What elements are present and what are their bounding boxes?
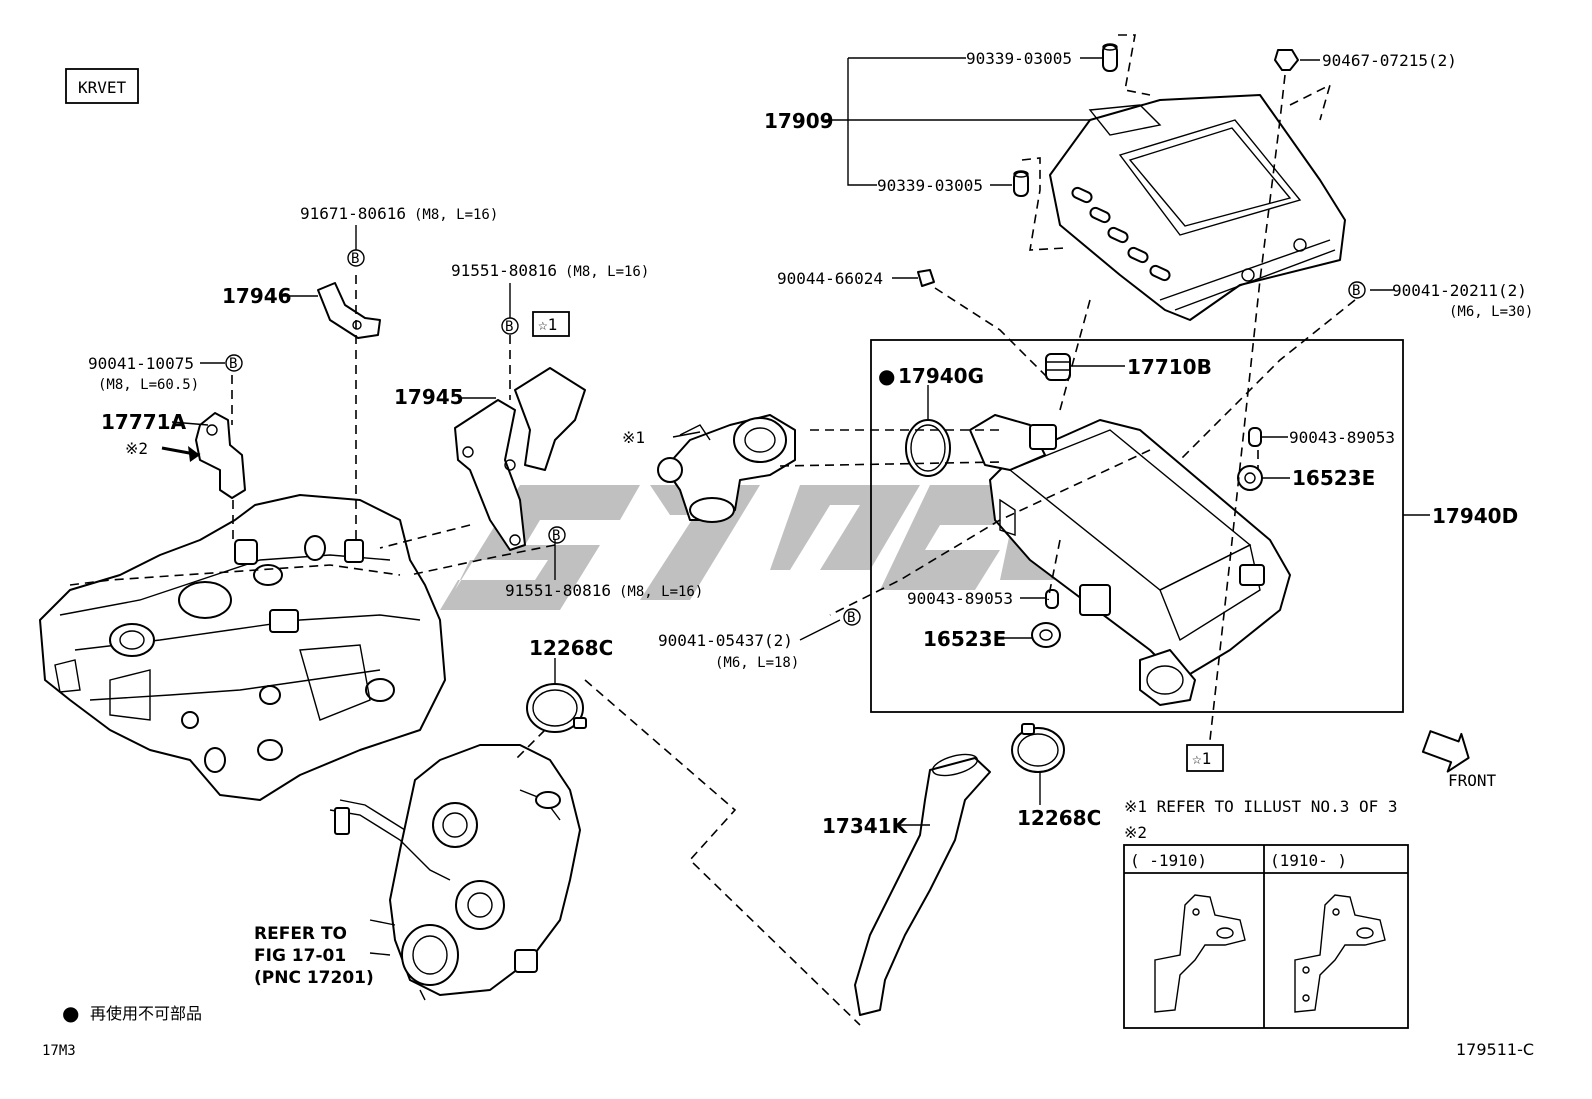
label-17710b: 17710B bbox=[1127, 355, 1212, 379]
label-17940d: 17940D bbox=[1432, 504, 1518, 528]
o-ring-drawing bbox=[905, 419, 951, 477]
svg-text:☆1: ☆1 bbox=[1192, 749, 1211, 768]
label-90339-03005-lower: 90339-03005 bbox=[877, 176, 983, 195]
collar-90339-lower-drawing bbox=[1013, 170, 1029, 197]
collar-90043-upper-drawing bbox=[1248, 427, 1262, 447]
model-code: KRVET bbox=[78, 78, 127, 97]
label-17946: 17946 bbox=[222, 284, 292, 308]
label-90041-10075-spec: (M8, L=60.5) bbox=[98, 377, 199, 393]
clamp-12268c-upper-drawing bbox=[526, 683, 587, 733]
label-ref2: ※2 bbox=[125, 439, 148, 458]
clip-90467-drawing bbox=[1274, 49, 1299, 71]
elbow-pipe-drawing bbox=[657, 414, 796, 523]
b-marker-90041-05437: B bbox=[843, 608, 861, 626]
svg-text:B: B bbox=[351, 251, 359, 267]
intercooler-cover-drawing bbox=[1049, 94, 1346, 321]
label-16523e-lower: 16523E bbox=[923, 627, 1006, 651]
legend-bullet: ● bbox=[62, 1001, 79, 1025]
svg-text:B: B bbox=[505, 319, 513, 335]
label-17771a: 17771A bbox=[101, 410, 187, 434]
label-17909: 17909 bbox=[764, 109, 834, 133]
notes-col-b: (1910- ) bbox=[1270, 851, 1347, 870]
label-90043-89053-lower: 90043-89053 bbox=[907, 589, 1013, 608]
clamp-12268c-lower-drawing bbox=[1011, 723, 1065, 773]
refer-line-2: FIG 17-01 bbox=[254, 946, 346, 966]
svg-text:☆1: ☆1 bbox=[538, 315, 557, 334]
ref2-arrow bbox=[161, 446, 201, 462]
label-90339-03005-upper: 90339-03005 bbox=[966, 49, 1072, 68]
illustration-id: 179511-C bbox=[1456, 1040, 1534, 1059]
model-code-box: KRVET bbox=[65, 68, 139, 104]
legend-note: 再使用不可部品 bbox=[90, 1004, 202, 1023]
grommet-17710b-drawing bbox=[1045, 353, 1071, 381]
label-12268c-upper: 12268C bbox=[529, 636, 613, 660]
svg-text:B: B bbox=[229, 356, 237, 372]
label-90041-10075: 90041-10075 bbox=[88, 354, 194, 373]
b-marker-90041-10075: B bbox=[225, 354, 243, 372]
bolt-90044-drawing bbox=[917, 269, 935, 287]
svg-text:B: B bbox=[1352, 283, 1360, 299]
label-90041-20211: 90041-20211(2) bbox=[1392, 281, 1527, 300]
label-91551-80816-upper-spec: (M8, L=16) bbox=[565, 264, 649, 280]
front-label: FRONT bbox=[1448, 771, 1497, 790]
label-ref1: ※1 bbox=[622, 428, 645, 447]
label-91671-80616: 91671-80616 bbox=[300, 204, 406, 223]
collar-90043-lower-drawing bbox=[1045, 589, 1059, 609]
collar-90339-upper-drawing bbox=[1102, 43, 1118, 72]
b-marker-91551b: B bbox=[548, 526, 566, 544]
label-91671-80616-spec: (M8, L=16) bbox=[414, 207, 498, 223]
bullet-17940g: ● bbox=[878, 364, 895, 388]
notes-col-a: ( -1910) bbox=[1130, 851, 1207, 870]
intercooler-assembly-frame bbox=[870, 339, 1404, 713]
turbocharger-drawing bbox=[329, 744, 581, 1001]
b-marker-90041-20211: B bbox=[1348, 281, 1366, 299]
label-90041-05437: 90041-05437(2) bbox=[658, 631, 793, 650]
label-90041-05437-spec: (M6, L=18) bbox=[715, 655, 799, 671]
label-17945: 17945 bbox=[394, 385, 464, 409]
star1-box-lower: ☆1 bbox=[1186, 744, 1224, 772]
intercooler-drawing bbox=[969, 414, 1291, 706]
front-arrow: FRONT bbox=[1421, 730, 1497, 790]
cushion-16523e-lower-drawing bbox=[1031, 622, 1061, 648]
label-91551-80816-upper: 91551-80816 bbox=[451, 261, 557, 280]
intercooler-hose-drawing bbox=[854, 753, 991, 1016]
bracket-17945-drawing bbox=[454, 367, 586, 551]
refer-line-3: (PNC 17201) bbox=[254, 968, 374, 988]
b-marker-91671: B bbox=[347, 249, 365, 267]
label-12268c-lower: 12268C bbox=[1017, 806, 1101, 830]
cylinder-head-drawing bbox=[39, 494, 446, 801]
label-91551-80816-lower: 91551-80816 bbox=[505, 581, 611, 600]
label-90467-07215: 90467-07215(2) bbox=[1322, 51, 1457, 70]
label-17940g: 17940G bbox=[898, 364, 984, 388]
label-91551-80816-lower-spec: (M8, L=16) bbox=[619, 584, 703, 600]
note-2: ※2 bbox=[1124, 823, 1147, 842]
svg-text:B: B bbox=[552, 528, 560, 544]
bracket-17771a-drawing bbox=[195, 412, 246, 499]
label-90041-20211-spec: (M6, L=30) bbox=[1449, 304, 1533, 320]
label-90044-66024: 90044-66024 bbox=[777, 269, 883, 288]
assembly-dashed-lines bbox=[69, 34, 1356, 1026]
label-17341k: 17341K bbox=[822, 814, 909, 838]
bracket-17946-drawing bbox=[317, 282, 381, 339]
svg-text:B: B bbox=[847, 610, 855, 626]
notes-table: ( -1910) (1910- ) bbox=[1123, 844, 1409, 1029]
figure-code: 17M3 bbox=[42, 1043, 76, 1059]
leader-lines bbox=[171, 57, 1430, 956]
label-16523e-upper: 16523E bbox=[1292, 466, 1375, 490]
refer-line-1: REFER TO bbox=[254, 924, 347, 944]
star1-box-upper: ☆1 bbox=[532, 311, 570, 337]
b-marker-91551a: B bbox=[501, 317, 519, 335]
note-1: ※1 REFER TO ILLUST NO.3 OF 3 bbox=[1124, 797, 1398, 816]
label-90043-89053-upper: 90043-89053 bbox=[1289, 428, 1395, 447]
